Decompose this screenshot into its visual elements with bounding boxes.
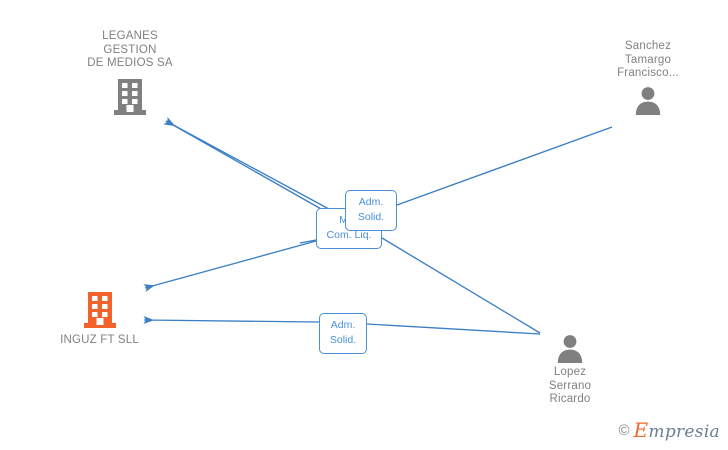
empresia-watermark: © Empresia — [618, 418, 720, 442]
node-lopez-serrano-ricardo[interactable]: Lopez Serrano Ricardo — [500, 333, 640, 407]
edge-lopez-to-inguz-diagonal — [143, 240, 317, 293]
node-inguz-ft-sll[interactable]: INGUZ FT SLL — [22, 290, 177, 348]
edge-lopez-to-inguz-diagonal-right — [299, 239, 317, 244]
building-icon — [83, 292, 116, 328]
brand-rest: mpresia — [648, 422, 720, 442]
edge-lopez-to-inguz-horizontal-left — [143, 315, 320, 325]
person-icon — [557, 335, 583, 363]
node-sanchez-tamargo-francisco[interactable]: Sanchez Tamargo Francisco... — [578, 40, 718, 115]
person-icon-wrap — [578, 85, 718, 115]
edge-label-adm-solid-bottom[interactable]: Adm. Solid. — [319, 313, 367, 354]
building-icon-wrap — [45, 77, 215, 117]
brand-initial: E — [633, 418, 649, 442]
node-leganes-gestion-de-medios-sa[interactable]: LEGANES GESTION DE MEDIOS SA — [45, 30, 215, 117]
building-icon — [114, 78, 146, 115]
node-label-leganes: LEGANES GESTION DE MEDIOS SA — [87, 30, 173, 69]
edge-lopez-to-leganes-right — [381, 237, 541, 334]
node-label-sanchez: Sanchez Tamargo Francisco... — [617, 40, 679, 79]
node-label-inguz: INGUZ FT SLL — [60, 334, 139, 346]
brand-logo: Empresia — [634, 418, 721, 442]
edge-lopez-to-inguz-horizontal-right — [366, 323, 541, 335]
copyright-icon: © — [618, 421, 630, 439]
building-icon-wrap-focal — [22, 290, 177, 330]
person-icon — [635, 86, 661, 115]
edge-label-adm-solid-top[interactable]: Adm. Solid. — [345, 190, 397, 231]
person-icon-wrap — [500, 333, 640, 363]
node-label-lopez: Lopez Serrano Ricardo — [548, 366, 592, 405]
edge-sanchez-to-leganes-right — [396, 126, 613, 206]
edge-upper-diagonal-to-leganes — [163, 117, 341, 216]
edge-sanchez-to-leganes-left — [163, 117, 345, 223]
